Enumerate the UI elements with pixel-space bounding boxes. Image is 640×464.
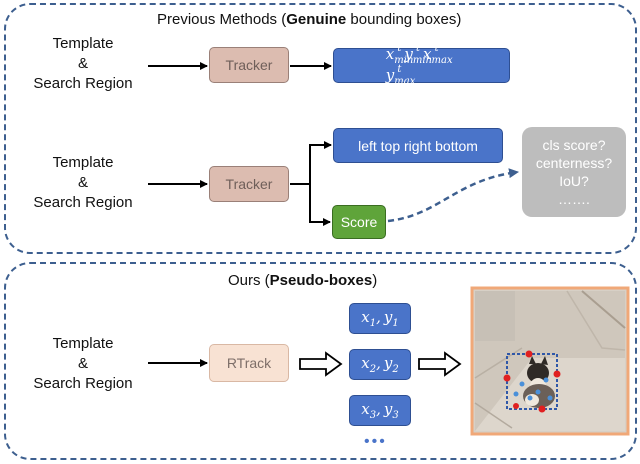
score-types-box: cls score? centerness? IoU? ……. <box>522 127 626 217</box>
previous-methods-panel <box>4 3 637 254</box>
input-label-row1: Template & Search Region <box>33 35 133 92</box>
minmax-output-box: xmint ymint xmaxt ymaxt <box>333 43 510 87</box>
previous-methods-title: Previous Methods (Genuine bounding boxes… <box>157 11 462 28</box>
input-label-ours: Template & Search Region <box>33 335 133 392</box>
arrow-tracker-split <box>290 144 331 223</box>
rtrack-box: RTrack <box>209 344 289 382</box>
ltrb-output-box: left top right bottom <box>333 128 503 163</box>
ellipsis-dots: ••• <box>364 433 387 450</box>
ours-title: Ours (Pseudo-boxes) <box>228 272 378 289</box>
result-image <box>470 286 630 436</box>
point-box-1: x1, y1 <box>349 303 411 334</box>
ours-panel <box>4 262 637 460</box>
input-label-row2: Template & Search Region <box>33 154 133 211</box>
tracker-box-row2: Tracker <box>209 166 289 202</box>
hollow-arrow-rtrack-to-points <box>299 351 343 377</box>
hollow-arrow-points-to-image <box>418 351 462 377</box>
tracker-box-row1: Tracker <box>209 47 289 83</box>
score-box: Score <box>332 205 386 239</box>
score-dashed-arrow <box>387 168 519 223</box>
point-box-2: x2, y2 <box>349 349 411 380</box>
point-box-3: x3, y3 <box>349 395 411 426</box>
